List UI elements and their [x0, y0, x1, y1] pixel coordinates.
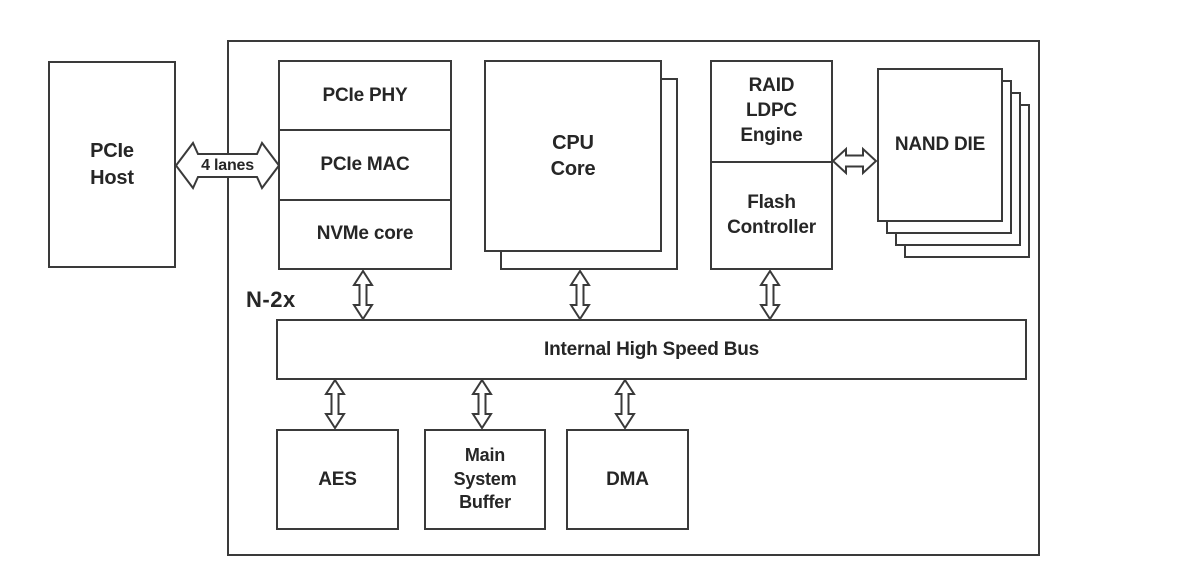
bus-buffer-arrow-icon [471, 379, 493, 429]
block-nvme-core: NVMe core [280, 198, 450, 268]
block-aes: AES [276, 429, 399, 530]
block-pcie-stack: PCIe PHY PCIe MAC NVMe core [278, 60, 452, 270]
flash-nand-arrow-icon [831, 145, 878, 177]
cpu-bus-arrow-icon [569, 270, 591, 320]
block-pcie-host: PCIe Host [48, 61, 176, 268]
pcie-lanes-label: 4 lanes [201, 156, 254, 174]
block-internal-bus: Internal High Speed Bus [276, 319, 1027, 380]
block-pcie-mac: PCIe MAC [280, 129, 450, 198]
flash-bus-arrow-icon [759, 270, 781, 320]
n2x-annotation: N-2x [246, 287, 296, 312]
bus-aes-arrow-icon [324, 379, 346, 429]
nvme-bus-arrow-icon [352, 270, 374, 320]
block-dma: DMA [566, 429, 689, 530]
block-raid-flash: RAID LDPC Engine Flash Controller [710, 60, 833, 270]
pcie-lanes-arrow-icon: 4 lanes [174, 141, 281, 190]
block-flash-controller: Flash Controller [727, 191, 816, 238]
block-nand-die: NAND DIE [877, 68, 1003, 222]
block-main-system-buffer: Main System Buffer [424, 429, 546, 530]
block-cpu-core: CPU Core [484, 60, 662, 252]
bus-dma-arrow-icon [614, 379, 636, 429]
block-raid-ldpc-engine: RAID LDPC Engine [712, 62, 831, 163]
block-pcie-phy: PCIe PHY [322, 84, 408, 106]
